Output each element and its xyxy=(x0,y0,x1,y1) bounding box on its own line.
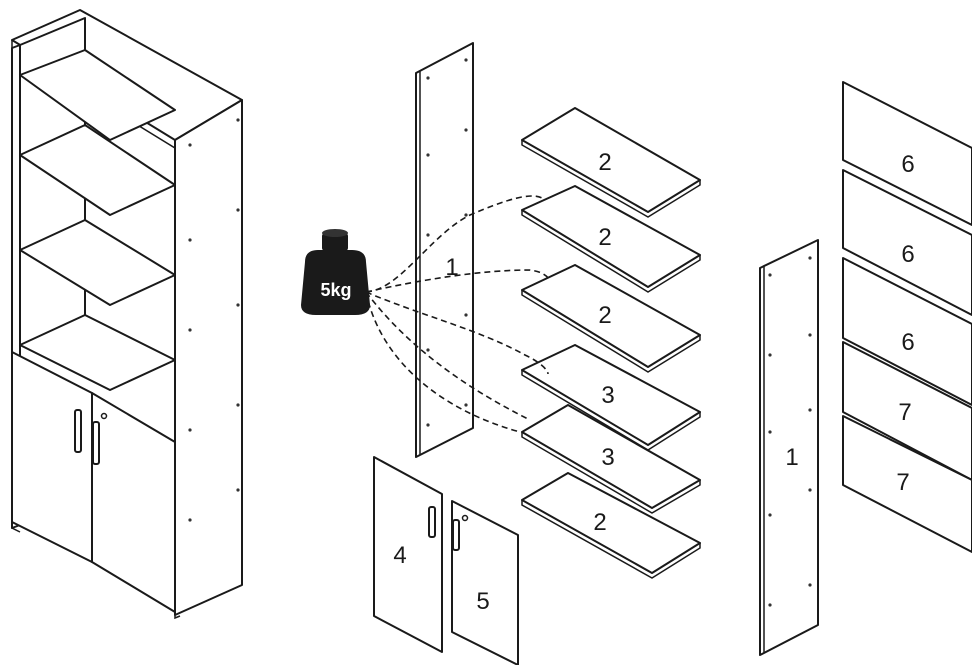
cabinet-side-holes xyxy=(188,118,240,522)
part-shelf: 3 xyxy=(521,404,701,514)
part-back-panel: 7 xyxy=(842,341,972,481)
part-shelf: 2 xyxy=(521,472,701,579)
weight-icon: 5kg xyxy=(301,195,551,433)
part-label: 1 xyxy=(785,444,798,471)
lock-icon xyxy=(461,514,469,522)
part-label: 6 xyxy=(901,241,914,268)
part-shelf: 2 xyxy=(521,264,701,373)
part-back-panel: 7 xyxy=(842,415,972,553)
door-handle-icon xyxy=(92,421,100,465)
part-label: 6 xyxy=(901,151,914,178)
part-label: 7 xyxy=(896,469,909,496)
part-label: 3 xyxy=(601,444,614,471)
part-label: 2 xyxy=(598,149,611,176)
cabinet-shelf xyxy=(19,49,176,141)
part-side-panel-right: 1 xyxy=(759,239,819,656)
part-label: 1 xyxy=(445,254,458,281)
part-back-panel: 6 xyxy=(842,81,972,226)
part-shelf: 2 xyxy=(521,107,701,218)
part-label: 2 xyxy=(593,509,606,536)
part-label: 2 xyxy=(598,302,611,329)
part-back-panel: 6 xyxy=(842,169,972,316)
part-label: 7 xyxy=(898,399,911,426)
cabinet-door-left xyxy=(11,351,93,563)
cabinet-door-right xyxy=(91,392,176,613)
door-handle-icon xyxy=(74,409,82,453)
part-back-panel: 6 xyxy=(842,257,972,406)
part-shelf: 3 xyxy=(521,344,701,451)
part-label: 2 xyxy=(598,224,611,251)
door-handle-icon xyxy=(452,519,460,551)
weight-label: 5kg xyxy=(320,280,351,300)
lock-icon xyxy=(100,412,108,420)
cabinet-right-side xyxy=(174,99,243,616)
part-label: 4 xyxy=(393,542,406,569)
door-handle-icon xyxy=(428,506,436,538)
part-door-right: 5 xyxy=(451,500,519,665)
part-shelf: 2 xyxy=(521,185,701,293)
part-label: 6 xyxy=(901,329,914,356)
part-label: 5 xyxy=(476,588,489,615)
part-door-left: 4 xyxy=(373,456,443,653)
part-label: 3 xyxy=(601,382,614,409)
assembled-cabinet xyxy=(11,9,243,620)
part-side-panel-left: 1 xyxy=(415,42,474,458)
